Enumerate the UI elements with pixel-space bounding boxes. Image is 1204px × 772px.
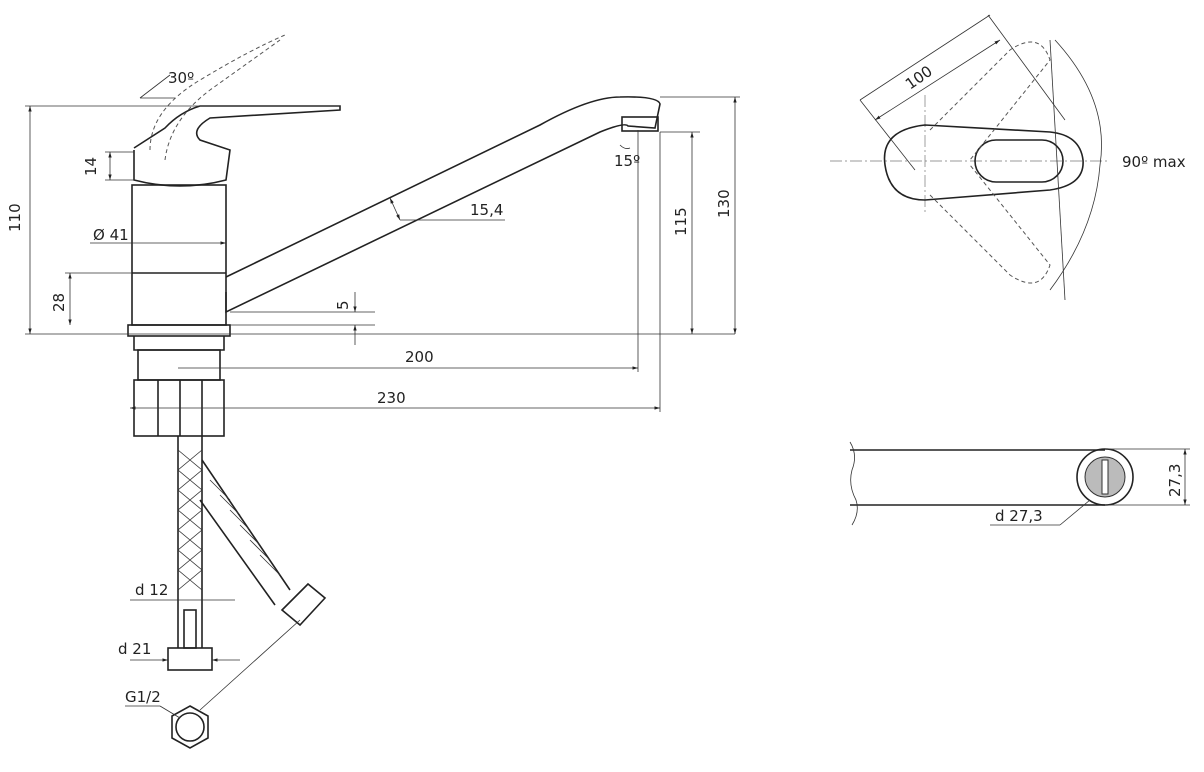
hex-nut <box>171 705 209 749</box>
label-aerator-diameter: d 27,3 <box>995 507 1043 525</box>
label-spout-reach: 200 <box>405 348 434 366</box>
label-base-height: 28 <box>50 293 68 312</box>
faucet-side-view <box>127 34 661 749</box>
label-thread: G1/2 <box>125 688 161 706</box>
label-rotation: 90º max <box>1122 153 1186 171</box>
faucet-body <box>131 184 227 326</box>
label-aerator-height: 27,3 <box>1166 464 1184 497</box>
label-angle-lever: 30º <box>168 69 194 87</box>
label-total-reach: 230 <box>377 389 406 407</box>
lever <box>133 105 341 187</box>
label-hose-diameter: d 12 <box>135 581 168 599</box>
hose-straight <box>177 436 203 648</box>
label-nut-diameter: d 21 <box>118 640 151 658</box>
faucet-top-view <box>830 14 1110 301</box>
label-body-diameter: Ø 41 <box>93 226 129 244</box>
label-spout-offset: 5 <box>334 300 352 310</box>
hose-nut <box>167 647 213 671</box>
aerator <box>621 116 659 132</box>
label-aerator-angle: 15º <box>614 152 640 170</box>
handle-top <box>883 124 1084 201</box>
hose-bent <box>199 459 291 606</box>
label-spout-top-height: 130 <box>715 189 733 218</box>
aerator-detail <box>849 441 1190 526</box>
label-total-height: 110 <box>6 203 24 232</box>
label-spout-height: 115 <box>672 207 690 236</box>
label-spout-thickness: 15,4 <box>470 201 503 219</box>
label-lever-height: 14 <box>82 157 100 176</box>
label-handle-length: 100 <box>902 62 936 93</box>
base-plate <box>127 324 231 337</box>
spout <box>225 96 661 314</box>
dimensions <box>25 74 740 719</box>
